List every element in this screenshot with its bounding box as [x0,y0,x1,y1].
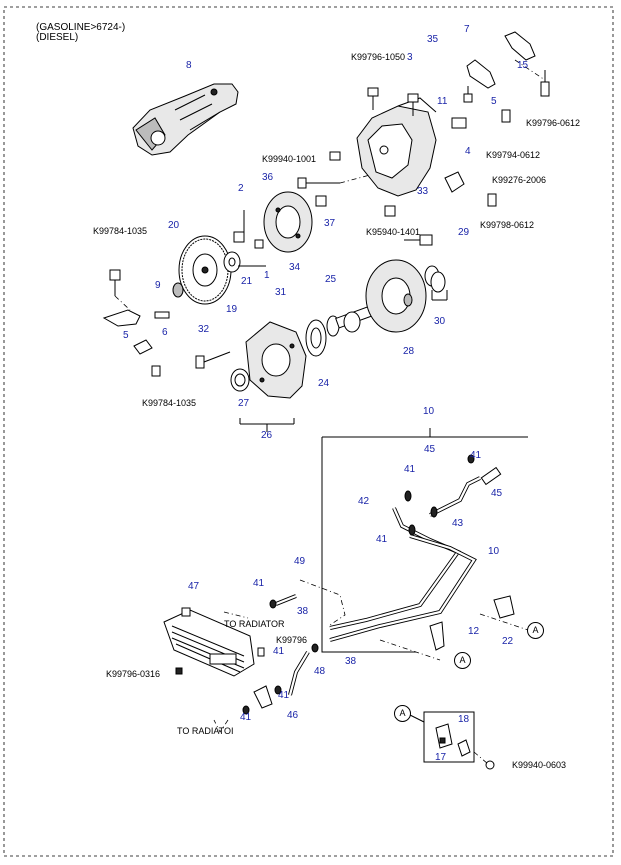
callout-46: 46 [287,710,299,721]
header-gasoline: (GASOLINE>6724-) [36,22,126,33]
bracket-k99276 [444,171,465,193]
callout-25: 25 [325,274,337,285]
code-k99276-2006: K99276-2006 [492,175,547,185]
callout-3: 3 [407,52,413,63]
code-k99784-1035: K99784-1035 [93,226,148,236]
note-to-radiator-1: TO RADIATOR [224,619,285,629]
callout-21: 21 [241,276,253,287]
code-k99940-1001: K99940-1001 [262,154,317,164]
bolts-36-37 [297,174,396,217]
header-diesel: (DIESEL) [36,32,79,43]
callout-9: 9 [155,280,161,291]
code-k99794-0612: K99794-0612 [486,150,541,160]
ring-30b [430,271,446,293]
callout-10b: 10 [488,546,500,557]
callout-34: 34 [289,262,301,273]
callout-41b: 41 [404,464,416,475]
plate-21 [223,251,241,273]
pump-housing-34 [263,191,313,253]
callout-17: 17 [435,752,447,763]
bracket-5 [102,309,141,327]
callout-20: 20 [168,220,180,231]
callout-38a: 38 [297,606,309,617]
note-to-radiator-2: TO RADIATOI [177,726,234,736]
callout-12: 12 [468,626,480,637]
callout-49: 49 [294,556,306,567]
callout-45-right: 45 [491,488,503,499]
bell-housing [356,97,437,197]
callout-41d: 41 [253,578,265,589]
callout-36: 36 [262,172,274,183]
callout-42: 42 [358,496,370,507]
cooler-lines-box [321,436,528,653]
callout-35: 35 [427,34,439,45]
callout-22: 22 [502,636,514,647]
bracket-22 [493,595,515,619]
bracket-46 [253,685,273,709]
callout-6: 6 [162,327,168,338]
callout-37: 37 [324,218,336,229]
callout-5-top: 5 [491,96,497,107]
callout-10: 10 [423,406,435,417]
callout-48: 48 [314,666,326,677]
callout-41a: 41 [470,450,482,461]
callout-41c: 41 [376,534,388,545]
callout-31: 31 [275,287,287,298]
callout-41g: 41 [240,712,252,723]
ref-mark-a-3: A [394,705,411,722]
callout-47: 47 [188,581,200,592]
outer-frame [3,6,614,857]
code-k99784-1035-b: K99784-1035 [142,398,197,408]
bolt-2 [233,210,245,243]
callout-2: 2 [238,183,244,194]
bearing-24 [305,319,327,357]
ref-mark-a-2: A [454,652,471,669]
callout-30: 30 [434,316,446,327]
callout-1: 1 [264,270,270,281]
callout-41e: 41 [273,646,285,657]
bracket-12 [429,621,445,651]
oil-pump-31 [245,321,307,399]
callout-45: 45 [424,444,436,455]
inset-mount-17-18 [407,711,495,770]
callout-27: 27 [238,398,250,409]
callout-4: 4 [465,146,471,157]
callout-15: 15 [517,60,529,71]
callout-38b: 38 [345,656,357,667]
transmission-assembly [132,83,239,156]
callout-28: 28 [403,346,415,357]
code-k95940-1401: K95940-1401 [366,227,421,237]
ref-mark-a-1: A [527,622,544,639]
bolts-top [329,70,550,161]
callout-41f: 41 [278,690,290,701]
callout-43: 43 [452,518,464,529]
callout-32: 32 [198,324,210,335]
bracket-15 [504,31,536,61]
shaft-assembly-28 [335,259,427,333]
callout-5: 5 [123,330,129,341]
code-k99796-1050: K99796-1050 [351,52,406,62]
callout-19: 19 [226,304,238,315]
callout-18: 18 [458,714,470,725]
code-k99798-0612: K99798-0612 [480,220,535,230]
callout-7: 7 [464,24,470,35]
code-k99796-0316: K99796-0316 [106,669,161,679]
callout-24: 24 [318,378,330,389]
callout-26: 26 [261,430,273,441]
callout-11: 11 [437,96,448,107]
adapter-9 [172,282,184,298]
code-k99796: K99796 [276,635,308,645]
callout-8: 8 [186,60,192,71]
flywheel-ring-gear [178,235,232,305]
callout-29: 29 [458,227,470,238]
code-k99940-0603: K99940-0603 [512,760,567,770]
code-k99796-0612-top: K99796-0612 [526,118,581,128]
bracket-7 [466,59,496,89]
callout-33: 33 [417,186,429,197]
